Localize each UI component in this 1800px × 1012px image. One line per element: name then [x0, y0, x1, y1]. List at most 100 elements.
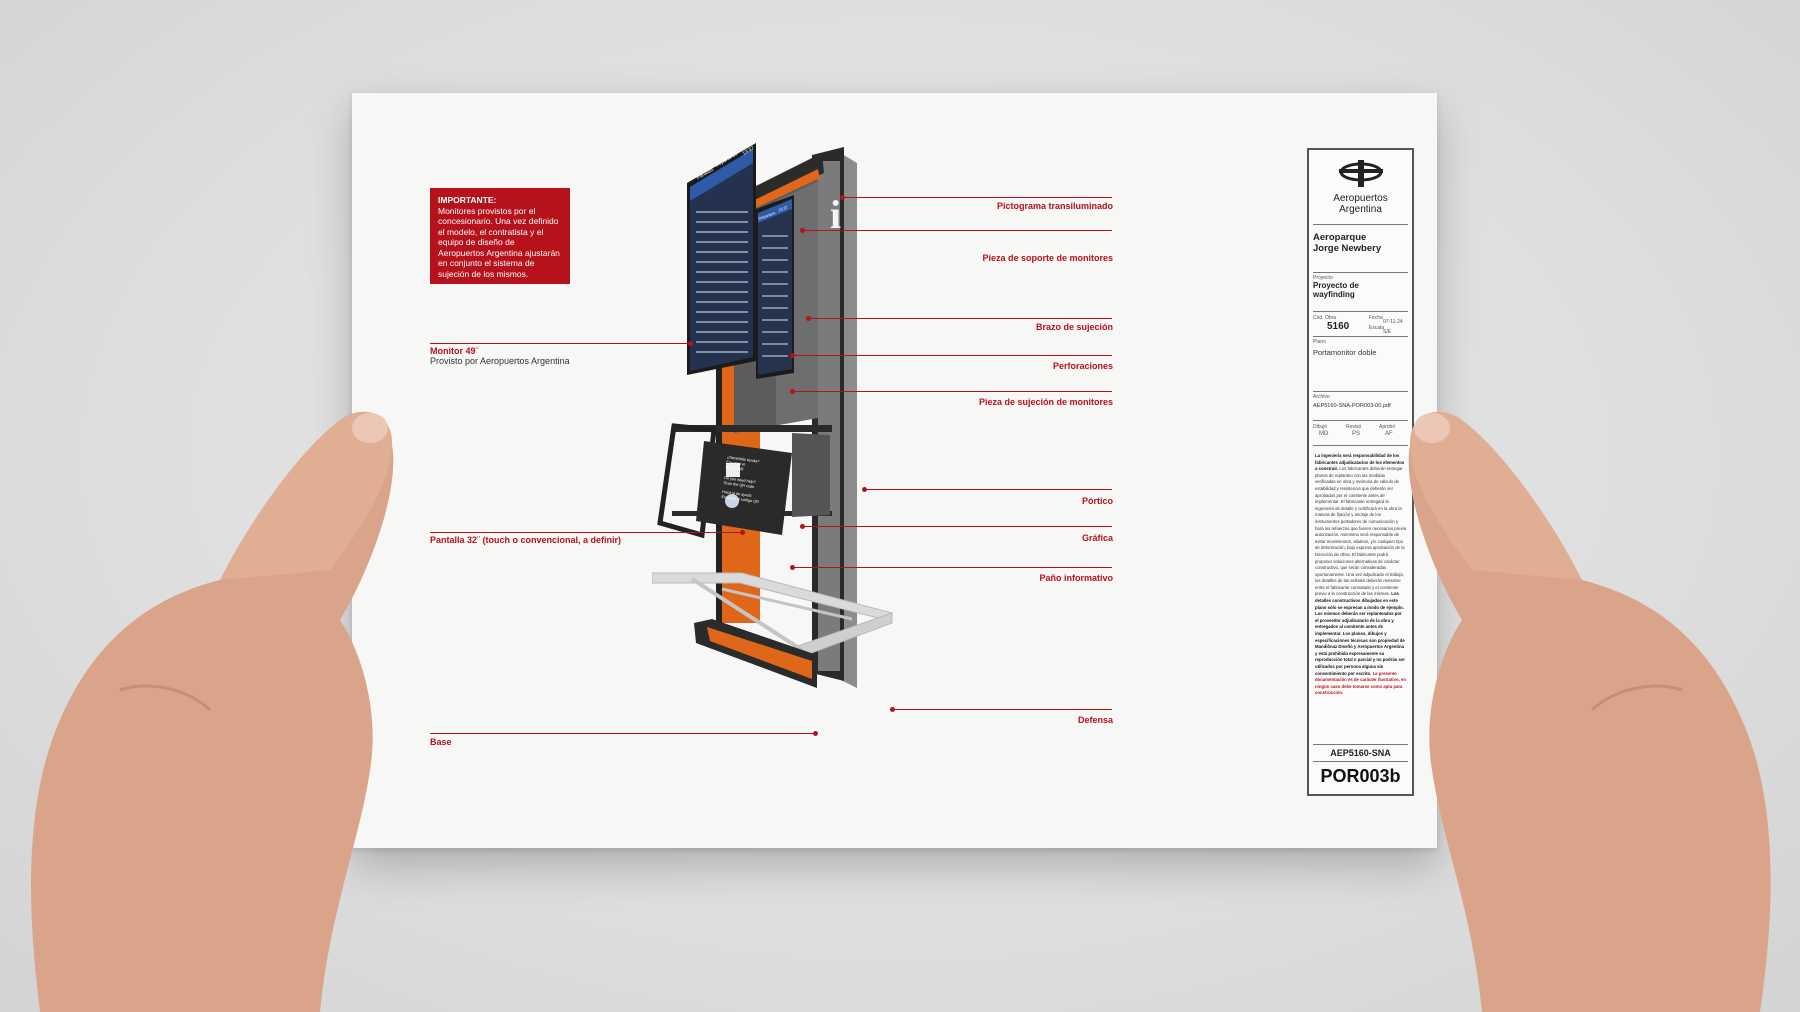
base-orange [707, 627, 812, 679]
fecha-label: Fecha [1369, 315, 1383, 321]
tb-signatures: Dibujó MD Revisó PS Aprobó AF [1313, 423, 1408, 446]
tb-project: Proyecto Proyecto de wayfinding [1313, 275, 1408, 312]
kiosk-screen-text: ¿Necesitás ayuda? Escaneá el código QR D… [721, 455, 771, 506]
left-thumb [220, 411, 393, 580]
defense-rail-bar [690, 577, 804, 652]
title-block: Aeropuertos Argentina Aeroparque Jorge N… [1307, 148, 1414, 796]
monitor-1-header [690, 149, 753, 201]
right-hand [1408, 411, 1771, 1012]
dibujo-label: Dibujó [1313, 424, 1328, 430]
escala-value: S/E [1383, 329, 1392, 335]
kiosk-illustration [652, 143, 893, 688]
left-thumbnail [352, 413, 388, 443]
callout-monitor-sub: Provisto por Aeropuertos Argentina [430, 356, 570, 366]
airport-logo-icon [1338, 160, 1383, 187]
drawing-sheet: IMPORTANTE: Monitores provistos por el c… [352, 93, 1437, 848]
callout-portico: Pórtico [1081, 496, 1113, 506]
qr-code [726, 463, 740, 477]
project-line-1: Proyecto de [1313, 281, 1359, 290]
callout-dot [790, 565, 795, 570]
callout-dot [800, 524, 805, 529]
top-frame-orange [736, 169, 820, 217]
callout-pantalla: Pantalla 32¨ (touch o convencional, a de… [430, 535, 622, 545]
tb-plano: Plano Portamonitor doble [1313, 339, 1408, 392]
callout-line-pano [792, 567, 1112, 568]
brand-line-2: Argentina [1339, 204, 1382, 215]
dibujo-value: MD [1319, 431, 1329, 437]
notes-red: La presente documentación es de carácter… [1315, 670, 1406, 696]
notes-body: Los fabricantes deberán entregar planos … [1315, 466, 1407, 597]
left-hand [31, 411, 394, 1012]
escala-label: Escala [1369, 325, 1385, 331]
callout-line-pictograma [842, 197, 1112, 198]
callout-dot [740, 530, 745, 535]
tb-obra: Cód. Obra 5160 Fecha 07-11-24 Escala S/E [1313, 314, 1408, 337]
tb-archivo: Archivo AEP5160-SNA-POR003-00.pdf [1313, 394, 1408, 421]
obra-label: Cód. Obra [1313, 315, 1337, 321]
notice-title: IMPORTANTE: [438, 195, 497, 205]
callout-line-portico [864, 489, 1112, 490]
callout-pictograma: Pictograma transiluminado [996, 201, 1113, 211]
callout-dot [862, 487, 867, 492]
tb-site: Aeroparque Jorge Newbery [1313, 228, 1408, 273]
callout-line-defensa [892, 709, 1112, 710]
callout-line-perforaciones [792, 355, 1112, 356]
callout-line-brazo [808, 318, 1112, 319]
reviso-value: PS [1352, 431, 1361, 437]
aprobo-label: Aprobó [1379, 424, 1396, 430]
site-line-1: Aeroparque [1313, 232, 1367, 243]
callout-line-grafica [802, 526, 1112, 527]
reviso-label: Revisó [1346, 424, 1362, 430]
right-thumbnail [1414, 413, 1450, 443]
kiosk-screen [696, 441, 792, 535]
defense-rail-bar-2 [721, 587, 853, 621]
callout-line-soporte [802, 230, 1112, 231]
site-line-2: Jorge Newbery [1313, 243, 1382, 254]
code-big: POR003b [1320, 766, 1401, 786]
callout-dot [688, 341, 693, 346]
callout-line-base [430, 733, 815, 734]
callout-base: Base [430, 737, 452, 747]
archivo-label: Archivo [1313, 394, 1330, 400]
kiosk-mascot [725, 494, 739, 508]
monitor-1-screen [690, 149, 753, 371]
callout-soporte: Pieza de soporte de monitores [982, 253, 1113, 263]
callout-sujecion: Pieza de sujeción de monitores [978, 397, 1113, 407]
notes-bold: La ingeniería será responsabilidad de lo… [1315, 453, 1405, 472]
aprobo-value: AF [1385, 431, 1393, 437]
left-knuckle [119, 684, 212, 712]
callout-dot [813, 731, 818, 736]
brand-line-1: Aeropuertos [1333, 193, 1388, 204]
right-thumb [1409, 411, 1582, 580]
notice-body: Monitores provistos por el concesionario… [438, 205, 560, 279]
obra-value: 5160 [1327, 321, 1350, 332]
monitor-2-screen [758, 199, 792, 375]
archivo-value: AEP5160-SNA-POR003-00.pdf [1313, 403, 1391, 409]
callout-defensa: Defensa [1077, 715, 1113, 725]
callout-dot [790, 353, 795, 358]
callout-line-pantalla [430, 532, 742, 533]
right-knuckle [1590, 684, 1683, 712]
plano-value: Portamonitor doble [1313, 348, 1377, 357]
notes-bold-2: Los detalles constructivos dibujados en … [1315, 591, 1406, 676]
info-pictogram: i [830, 192, 842, 237]
monitor-1-rows [696, 211, 748, 353]
important-notice: IMPORTANTE: Monitores provistos por el c… [430, 188, 570, 284]
project-line-2: wayfinding [1313, 290, 1355, 299]
tb-code-small: AEP5160-SNA [1313, 744, 1408, 762]
side-slab-face [818, 161, 840, 671]
callout-dot [800, 228, 805, 233]
monitor-2-rows [762, 235, 788, 357]
callout-brazo: Brazo de sujeción [1035, 322, 1113, 332]
callout-dot [840, 195, 845, 200]
plano-label: Plano [1313, 339, 1326, 345]
tb-code-big: POR003b [1313, 762, 1408, 790]
fecha-value: 07-11-24 [1383, 319, 1403, 325]
kiosk-frame [657, 423, 717, 539]
project-label: Proyecto [1313, 275, 1333, 281]
tb-brand: Aeropuertos Argentina [1313, 154, 1408, 225]
callout-monitor-title: Monitor 49¨ [430, 346, 479, 356]
tb-notes: La ingeniería será responsabilidad de lo… [1315, 453, 1406, 697]
callout-line-monitor [430, 343, 690, 344]
callout-line-sujecion [792, 391, 1112, 392]
